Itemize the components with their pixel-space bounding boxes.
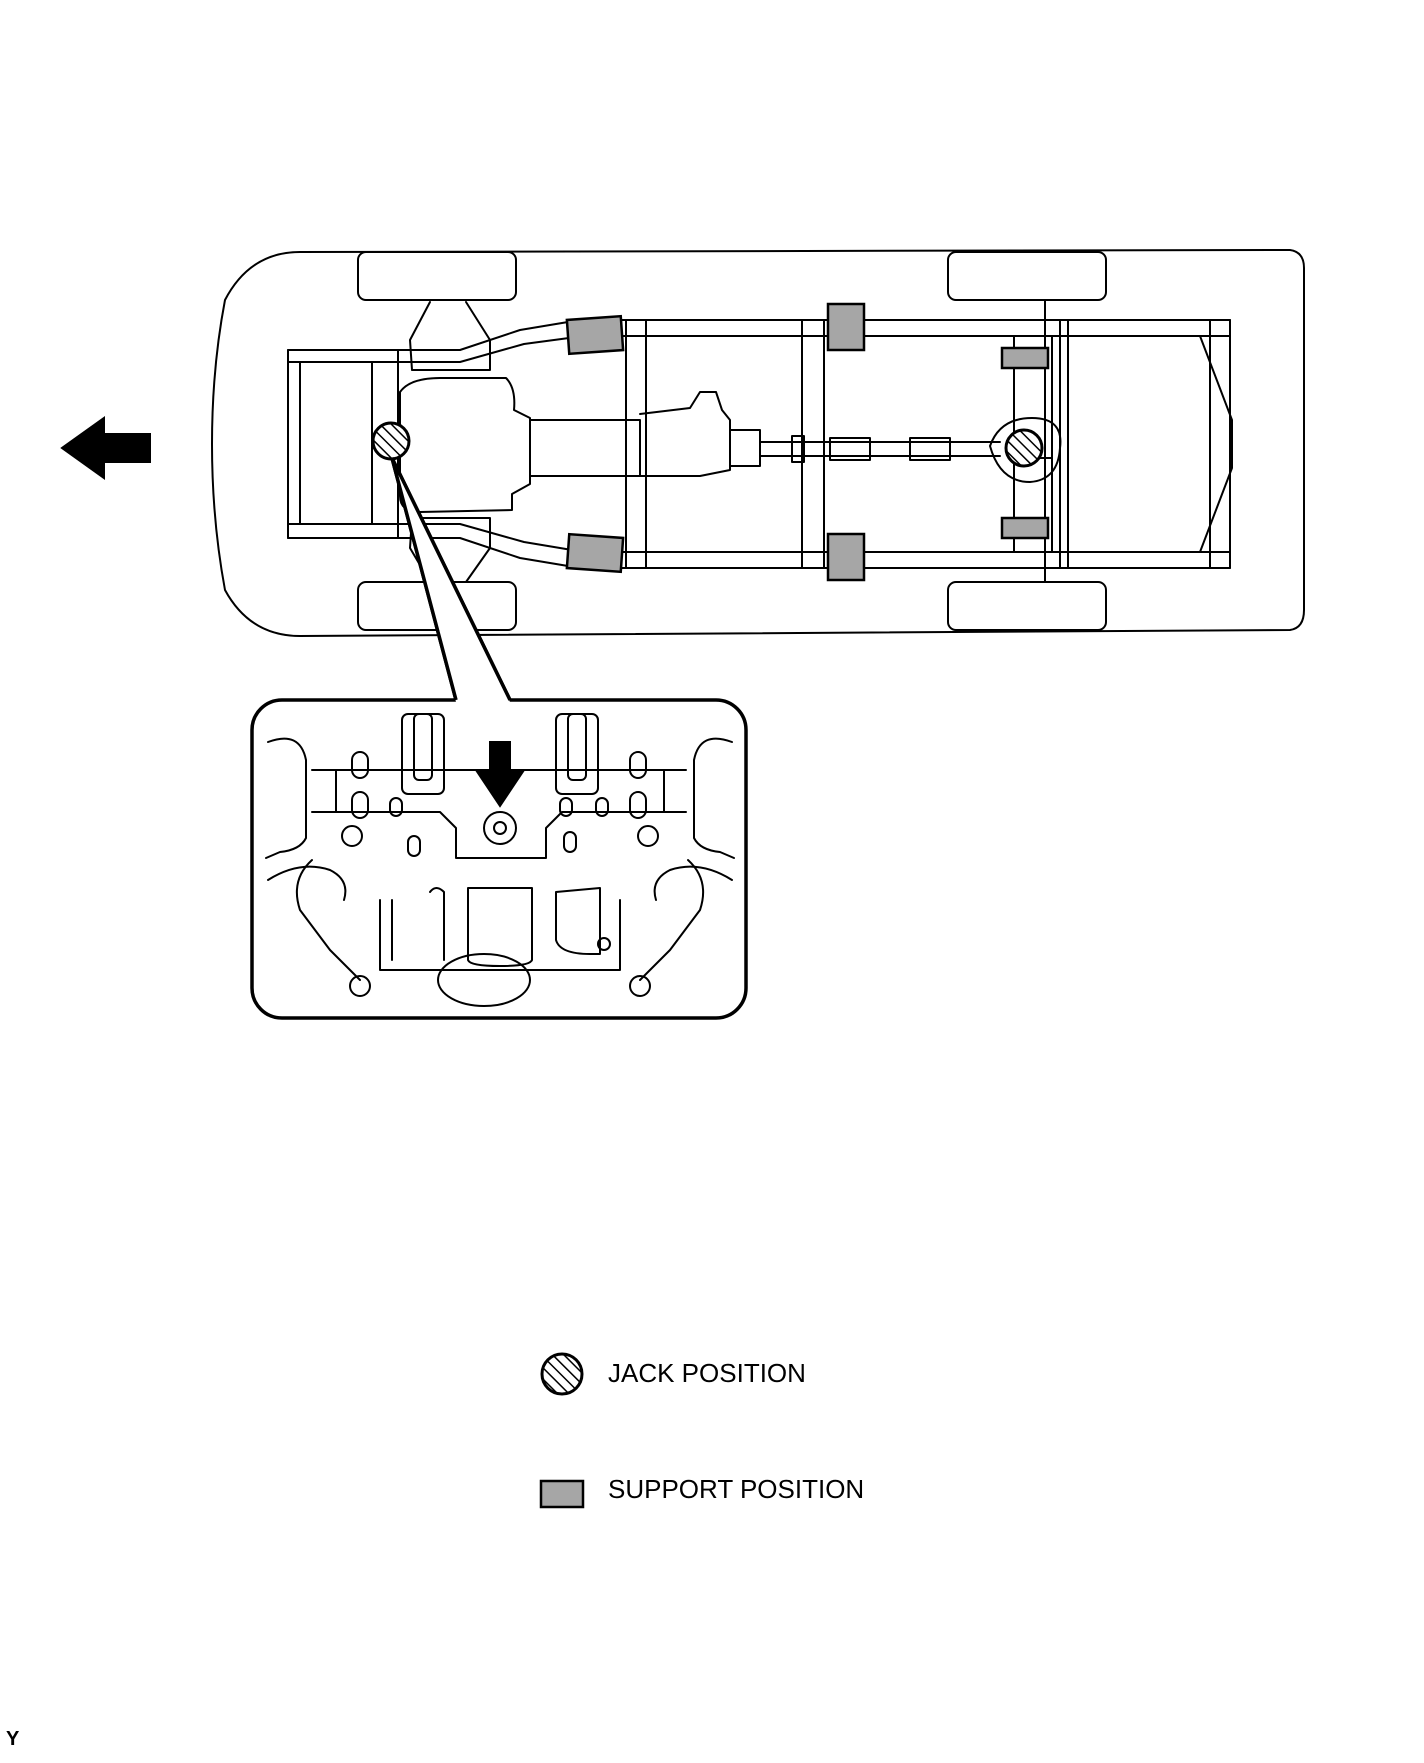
vehicle-body-outline (211, 249, 1305, 637)
support-position-front-left (565, 314, 625, 356)
legend-jack-icon (540, 1352, 584, 1396)
support-position-mid-right (826, 532, 866, 582)
detail-inset-underbody (265, 713, 735, 1007)
support-position-front-right (565, 532, 625, 574)
support-position-rear-left (1000, 346, 1050, 370)
legend-support-icon (539, 1479, 585, 1509)
legend-jack-label: JACK POSITION (608, 1358, 806, 1388)
frame-rails (287, 319, 1233, 569)
jack-position-front (371, 421, 411, 461)
front-direction-arrow (60, 416, 151, 480)
support-position-rear-right (1000, 516, 1050, 540)
figure-id: Y (6, 1728, 20, 1750)
wheel-front-left (357, 251, 517, 301)
rear-differential (989, 417, 1062, 483)
engine-transmission (399, 377, 761, 513)
front-suspension (409, 301, 491, 583)
lift-point-circle (483, 811, 517, 845)
jack-position-rear (1004, 428, 1044, 468)
wheel-rear-left (947, 251, 1107, 301)
propeller-shaft (759, 435, 1001, 463)
legend-support-label: SUPPORT POSITION (608, 1474, 865, 1504)
lift-point-arrow (474, 741, 526, 808)
support-position-mid-left (826, 302, 866, 352)
wheel-rear-right (947, 581, 1107, 631)
